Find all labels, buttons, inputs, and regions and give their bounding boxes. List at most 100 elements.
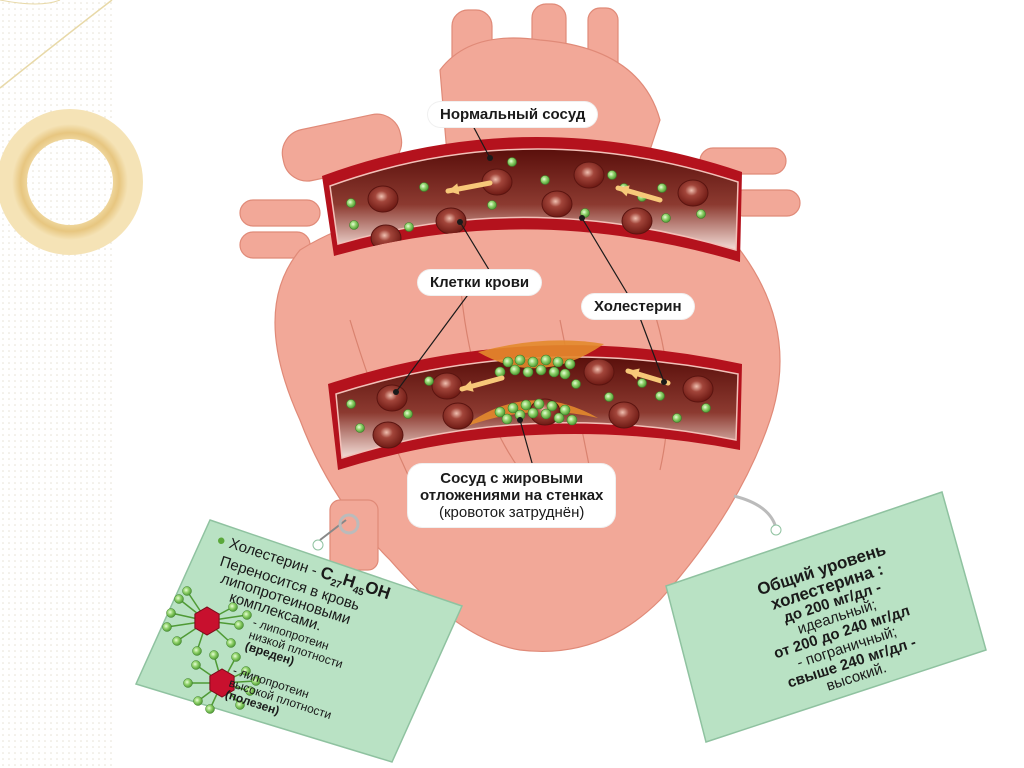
- lipoprotein-particle: [193, 696, 203, 706]
- cholesterol-info-card: [134, 513, 464, 763]
- decorative-ring: [0, 109, 143, 255]
- lipoprotein-particle: [172, 636, 182, 646]
- cholesterol-particle: [540, 354, 552, 366]
- decorative-margin: [0, 0, 143, 768]
- cholesterol-particle: [494, 406, 506, 418]
- cholesterol-particle: [507, 402, 519, 414]
- flow-arrowhead: [462, 380, 474, 392]
- cholesterol-particle: [533, 398, 545, 410]
- lipoprotein-particle: [182, 586, 192, 596]
- cholesterol-particle: [349, 220, 359, 230]
- cholesterol-levels-card: [665, 491, 987, 743]
- cholesterol-particle: [520, 399, 532, 411]
- cholesterol-particle: [527, 356, 539, 368]
- lipoprotein-particle: [183, 678, 193, 688]
- blood-cell: [621, 207, 653, 235]
- cholesterol-particle: [657, 183, 667, 193]
- blood-cell: [608, 401, 640, 429]
- lipoprotein-particle: [192, 646, 202, 656]
- label-normal-vessel: Нормальный сосуд: [428, 102, 598, 127]
- cholesterol-particle: [559, 404, 571, 416]
- lipoprotein-particle: [209, 650, 219, 660]
- lipoprotein-particle: [226, 638, 236, 648]
- lipoprotein-particle: [228, 602, 238, 612]
- cholesterol-particle: [527, 407, 539, 419]
- lipoprotein-particle: [162, 622, 172, 632]
- lipoprotein-particle: [251, 676, 261, 686]
- cholesterol-particle: [696, 209, 706, 219]
- cholesterol-particle: [404, 222, 414, 232]
- lipoprotein-particle: [174, 594, 184, 604]
- hdl-molecule-icon: [183, 650, 261, 714]
- blood-cell: [682, 375, 714, 403]
- blood-cell: [677, 179, 709, 207]
- cholesterol-particle: [509, 364, 521, 376]
- cholesterol-particle: [419, 182, 429, 192]
- lipoprotein-particle: [242, 610, 252, 620]
- lipoprotein-particle: [234, 620, 244, 630]
- cholesterol-particle: [501, 413, 513, 425]
- flow-arrowhead: [618, 185, 630, 197]
- cholesterol-particle: [346, 198, 356, 208]
- cholesterol-particle: [546, 400, 558, 412]
- label-blood-cells: Клетки крови: [418, 270, 542, 295]
- lipoprotein-particle: [205, 704, 215, 714]
- fatty-vessel: [328, 340, 742, 470]
- label-fatty-vessel: Сосуд с жировыми отложениями на стенках …: [408, 464, 616, 527]
- blood-cell: [573, 161, 605, 189]
- pointer-lines: [393, 123, 667, 471]
- lipoprotein-particle: [231, 652, 241, 662]
- fatty-vessel-line-3: (кровоток затруднён): [438, 504, 585, 521]
- cholesterol-particle: [672, 413, 682, 423]
- cholesterol-particle: [403, 409, 413, 419]
- cholesterol-particle: [661, 213, 671, 223]
- cholesterol-particle: [604, 392, 614, 402]
- cholesterol-particle: [522, 366, 534, 378]
- cholesterol-particle: [535, 364, 547, 376]
- cholesterol-particle: [424, 376, 434, 386]
- cholesterol-particle: [540, 408, 552, 420]
- fatty-vessel-line-2: отложениями на стенках: [420, 487, 604, 504]
- cholesterol-particle: [514, 354, 526, 366]
- lipoprotein-particle: [241, 666, 251, 676]
- cholesterol-particle: [553, 412, 565, 424]
- lipoprotein-particle: [166, 608, 176, 618]
- hanging-hole: [770, 524, 782, 536]
- fatty-vessel-line-1: Сосуд с жировыми: [440, 470, 584, 487]
- cholesterol-particle: [487, 200, 497, 210]
- blood-cell: [541, 190, 573, 218]
- blood-cell: [442, 402, 474, 430]
- cholesterol-particle: [548, 366, 560, 378]
- cholesterol-particle: [637, 378, 647, 388]
- cholesterol-particle: [655, 391, 665, 401]
- blood-cell: [583, 358, 615, 386]
- cholesterol-particle: [552, 356, 564, 368]
- blood-cell: [372, 421, 404, 449]
- blood-cell: [376, 384, 408, 412]
- normal-vessel: [322, 136, 742, 262]
- lipoprotein-core: [194, 606, 220, 636]
- lipoprotein-particle: [235, 700, 245, 710]
- lipoprotein-particle: [191, 660, 201, 670]
- blood-cell: [367, 185, 399, 213]
- lipoprotein-core: [209, 668, 235, 698]
- cholesterol-particle: [607, 170, 617, 180]
- cholesterol-particle: [701, 403, 711, 413]
- label-cholesterol: Холестерин: [582, 294, 694, 319]
- cholesterol-particle: [494, 366, 506, 378]
- flow-arrowhead: [448, 183, 460, 195]
- cholesterol-particle: [559, 368, 571, 380]
- lipoprotein-particle: [245, 686, 255, 696]
- cholesterol-particle: [355, 423, 365, 433]
- ldl-molecule-icon: [162, 586, 252, 656]
- cholesterol-particle: [566, 414, 578, 426]
- cholesterol-particle: [507, 157, 517, 167]
- cholesterol-particle: [346, 399, 356, 409]
- cholesterol-particle: [564, 358, 576, 370]
- cholesterol-particle: [571, 379, 581, 389]
- cholesterol-particle: [540, 175, 550, 185]
- flow-arrowhead: [628, 368, 640, 380]
- hanging-hole: [312, 539, 324, 551]
- cholesterol-particle: [502, 356, 514, 368]
